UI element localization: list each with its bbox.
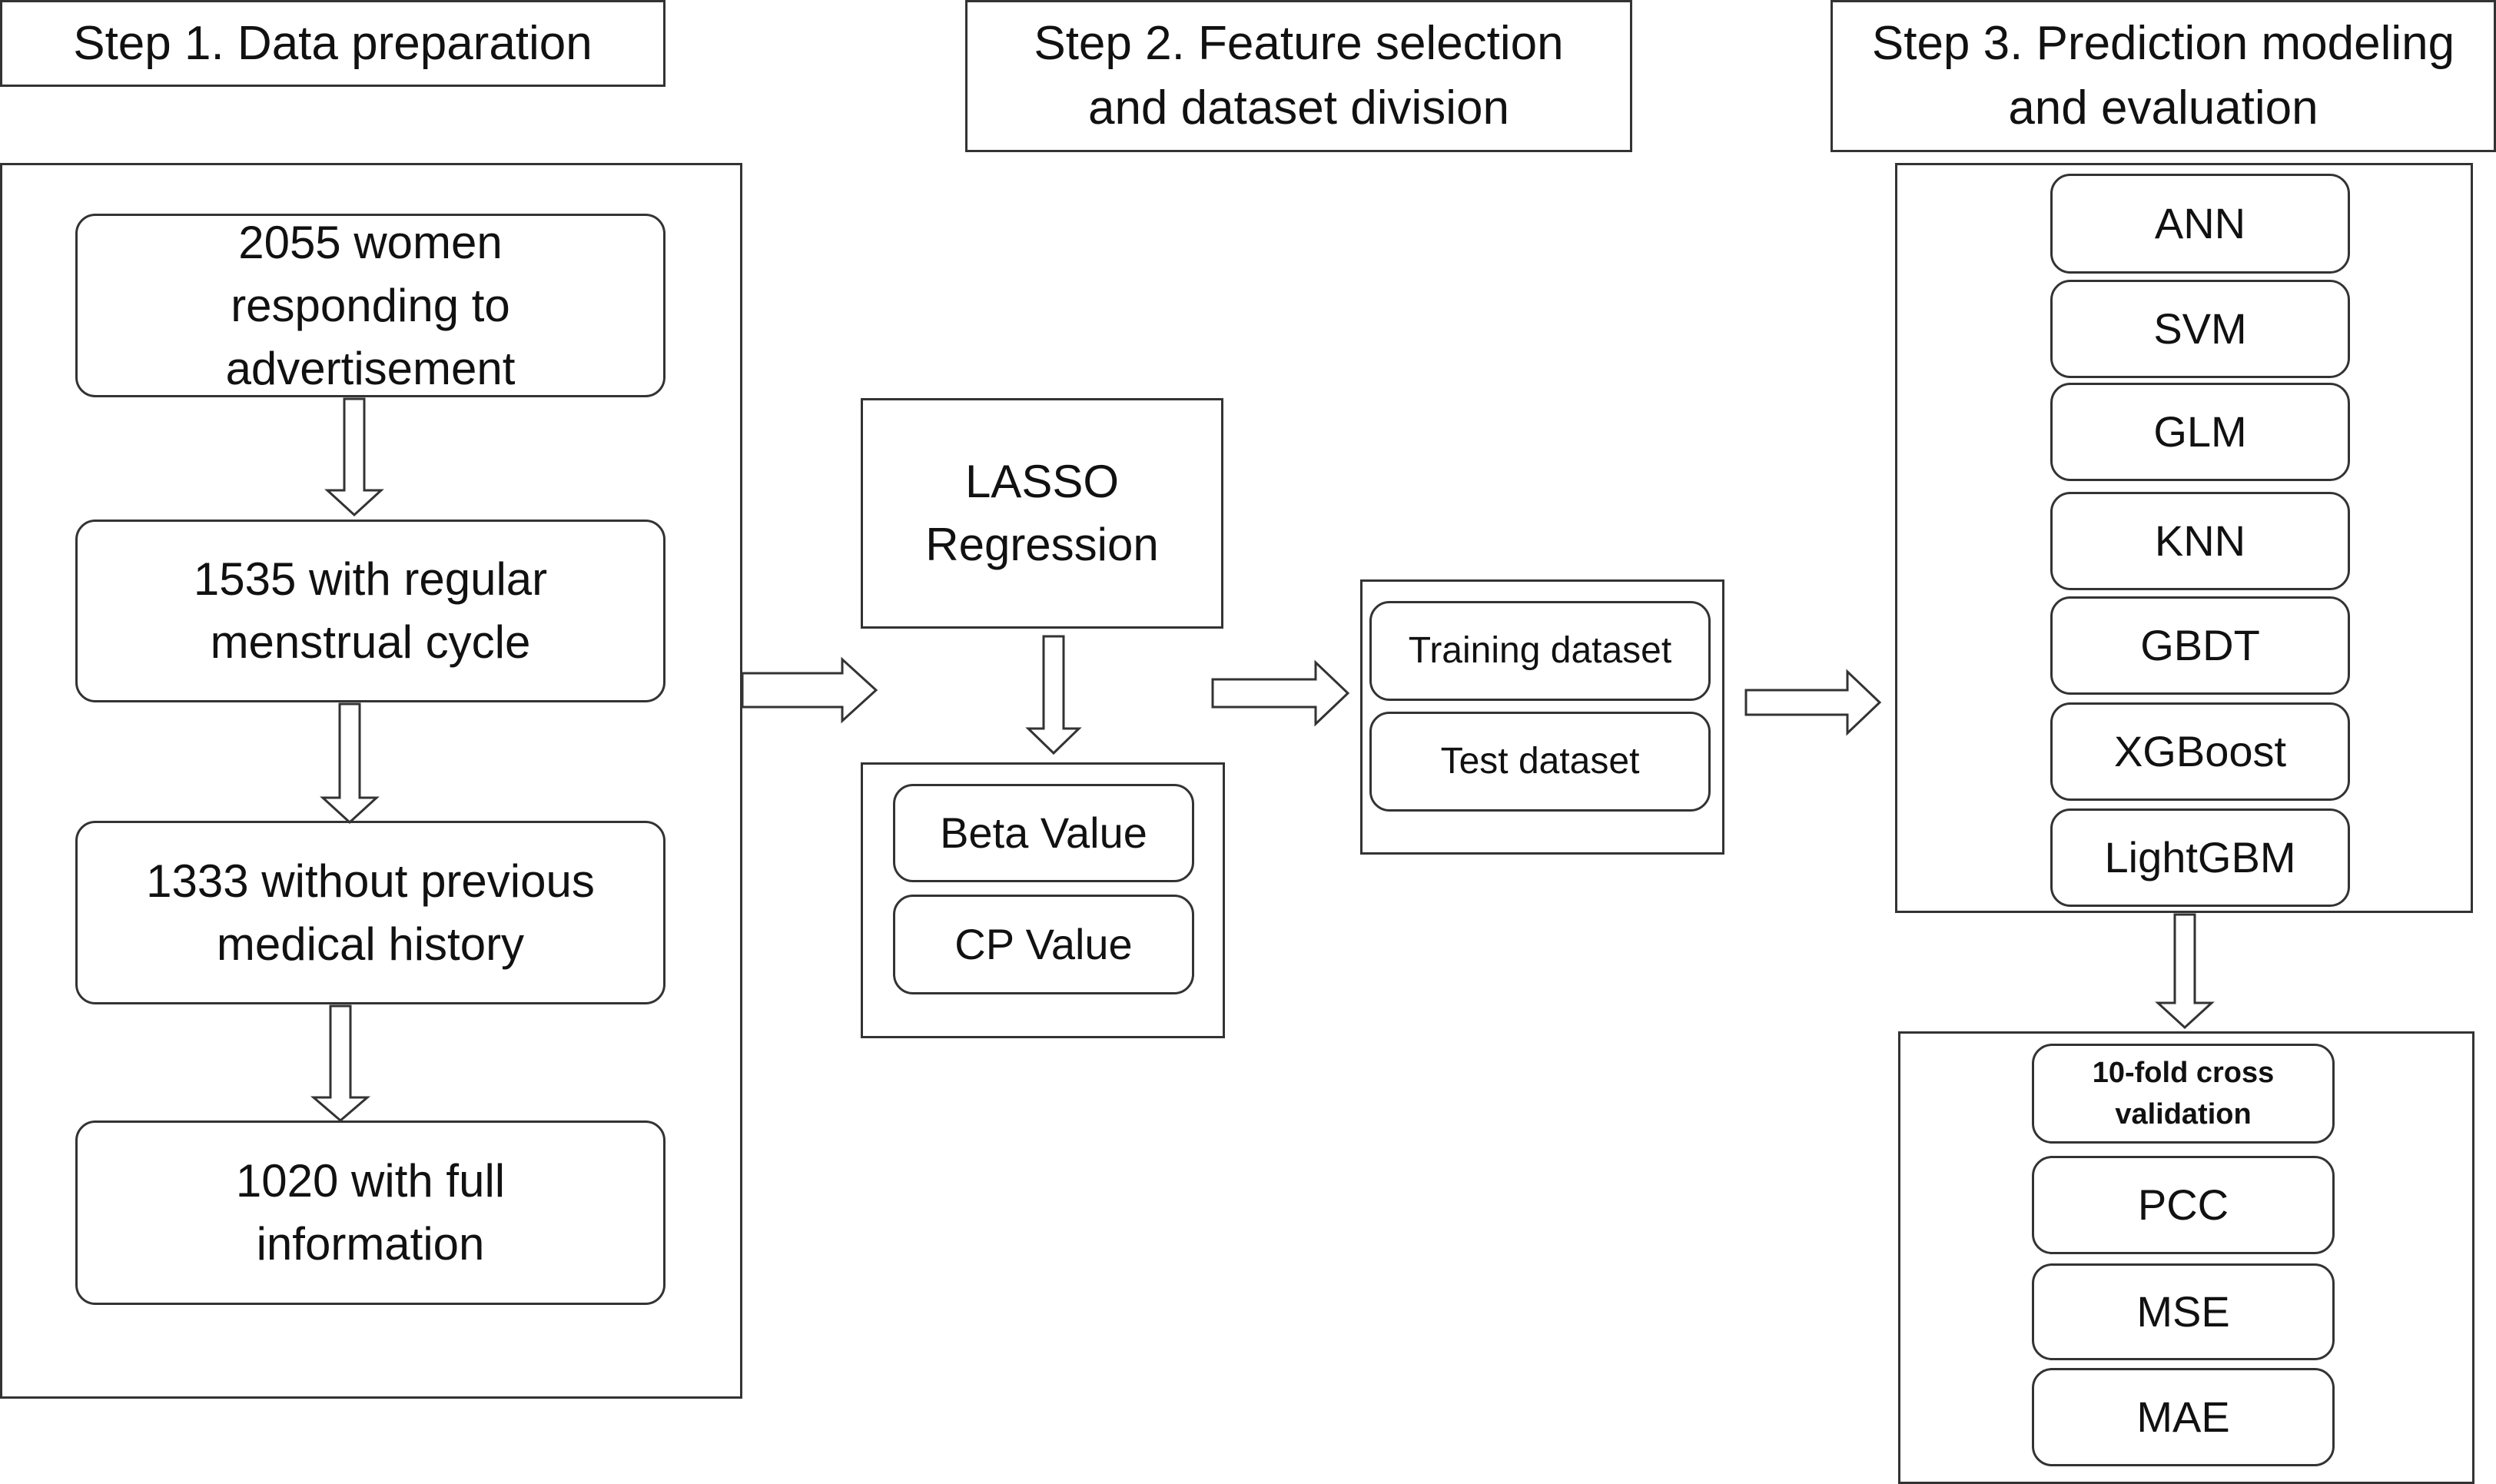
model-glm-box: GLM xyxy=(2050,383,2350,481)
no-history-box: 1333 without previous medical history xyxy=(75,821,665,1004)
arrow-right-3 xyxy=(1744,669,1882,736)
model-knn-box: KNN xyxy=(2050,492,2350,590)
arrow-right-1 xyxy=(741,656,878,724)
arrow-down-1 xyxy=(324,397,384,517)
model-xgboost-box: XGBoost xyxy=(2050,702,2350,801)
arrow-down-models xyxy=(2155,913,2215,1030)
full-info-box: 1020 with full information xyxy=(75,1120,665,1305)
step1-header: Step 1. Data preparation xyxy=(0,0,665,87)
cp-value-box: CP Value xyxy=(893,895,1194,994)
step3-header: Step 3. Prediction modeling and evaluati… xyxy=(1831,0,2496,152)
training-dataset-box: Training dataset xyxy=(1369,601,1711,701)
model-gbdt-box: GBDT xyxy=(2050,596,2350,695)
cross-validation-box: 10-fold cross validation xyxy=(2032,1044,2335,1144)
lasso-regression-box: LASSO Regression xyxy=(861,398,1223,629)
model-svm-box: SVM xyxy=(2050,280,2350,378)
regular-cycle-box: 1535 with regular menstrual cycle xyxy=(75,520,665,702)
metric-pcc-box: PCC xyxy=(2032,1156,2335,1254)
arrow-down-3 xyxy=(310,1004,371,1122)
step2-header: Step 2. Feature selection and dataset di… xyxy=(965,0,1632,152)
model-lightgbm-box: LightGBM xyxy=(2050,808,2350,907)
women-responding-box: 2055 women responding to advertisement xyxy=(75,214,665,397)
arrow-down-lasso xyxy=(1025,635,1082,755)
metric-mae-box: MAE xyxy=(2032,1368,2335,1466)
beta-value-box: Beta Value xyxy=(893,784,1194,882)
arrow-right-2 xyxy=(1211,659,1350,727)
test-dataset-box: Test dataset xyxy=(1369,712,1711,812)
model-ann-box: ANN xyxy=(2050,174,2350,274)
metric-mse-box: MSE xyxy=(2032,1263,2335,1360)
arrow-down-2 xyxy=(320,702,380,825)
